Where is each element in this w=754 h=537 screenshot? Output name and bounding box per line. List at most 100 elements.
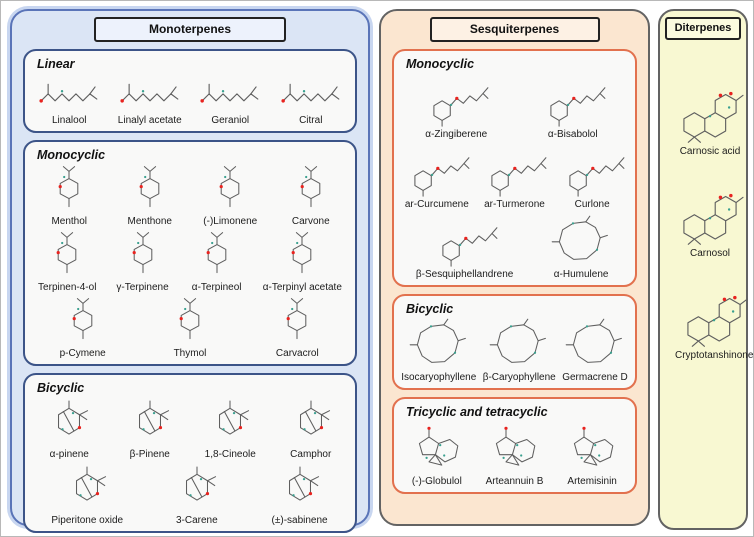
polycyclic-structure-icon (496, 426, 536, 466)
ring-with-chain-structure-icon (433, 87, 489, 127)
compound-sesquiphellandrene: β-Sesquiphellandrene (415, 212, 514, 281)
linear-chain-structure-icon (200, 83, 259, 103)
compound-menthone: Menthone (122, 163, 178, 228)
panel-title-sesquiterpenes: Sesquiterpenes (429, 17, 600, 42)
compound-artemisinin: Artemisinin (560, 420, 624, 488)
compound-name: α-pinene (49, 449, 89, 460)
section-tricyclic-and-tetracyclic: Tricyclic and tetracyclic (-)-Globulol Art… (392, 397, 637, 494)
linear-chain-structure-icon (39, 83, 98, 103)
macrocycle-structure-icon (565, 318, 622, 363)
compound-name: Isocaryophyllene (401, 372, 477, 383)
section-label: Monocyclic (37, 148, 106, 162)
bicyclic-ring-structure-icon (288, 466, 319, 501)
compound-name: (-)Limonene (203, 216, 258, 227)
compound-name: β-Sesquiphellandrene (415, 269, 514, 280)
compound-3-carene: 3-Carene (168, 462, 226, 527)
compound-1-8-cineole: 1,8-Cineole (201, 396, 259, 461)
fused-tricyclic-structure-icon (683, 91, 744, 143)
compound-name: (-)-Globulol (411, 476, 462, 487)
linear-chain-structure-icon (281, 83, 340, 103)
compound-name: Terpinen-4-ol (38, 282, 97, 293)
compound-name: Germacrene D (562, 372, 628, 383)
monocyclic-ring-structure-icon (219, 166, 240, 208)
macrocycle-structure-icon (409, 318, 466, 363)
compound-row: Menthol Menthone (-)Limonene Carvone (29, 163, 351, 228)
compound-curlone: Curlone (554, 142, 630, 211)
panel-title-monoterpenes: Monoterpenes (94, 17, 286, 42)
bicyclic-ring-structure-icon (76, 466, 107, 501)
compound-piperitone-oxide: Piperitone oxide (51, 462, 123, 527)
compound-name: γ-Terpinene (116, 282, 169, 293)
compound-terpinyl-acetate: α-Terpinyl acetate (263, 229, 342, 294)
polycyclic-structure-icon (418, 426, 459, 466)
compound-name: Cryptotanshinone (675, 350, 754, 361)
compound-name: Geraniol (211, 115, 250, 126)
bicyclic-ring-structure-icon (58, 400, 89, 435)
compound-bisabolol: α-Bisabolol (535, 72, 611, 141)
compound-name: ar-Curcumene (404, 199, 469, 210)
compound-isocaryophyllene: Isocaryophyllene (401, 317, 476, 384)
compound-name: Thymol (173, 348, 207, 359)
monocyclic-ring-structure-icon (58, 166, 79, 208)
fused-tricyclic-structure-icon (683, 193, 744, 245)
monocyclic-ring-structure-icon (291, 232, 312, 274)
bicyclic-ring-structure-icon (185, 466, 216, 501)
macrocycle-structure-icon (551, 215, 609, 260)
bicyclic-ring-structure-icon (138, 400, 169, 435)
compound-name: 3-Carene (175, 515, 218, 526)
compound-carvacrol: Carvacrol (269, 295, 325, 360)
compound-row: ar-Curcumene ar-Turmerone Curlone (398, 142, 631, 211)
compound-row: Terpinen-4-ol γ-Terpinene α-Terpineol α-Ter… (29, 229, 351, 294)
compound-name: ar-Turmerone (484, 199, 545, 210)
compound-row: Piperitone oxide 3-Carene (±)-sabinene (29, 462, 351, 527)
compound-globulol: (-)-Globulol (405, 420, 469, 488)
monocyclic-ring-structure-icon (72, 298, 92, 340)
compound-name: α-Terpineol (191, 282, 242, 293)
compound-name: Camphor (290, 449, 332, 460)
compound-carvone: Carvone (283, 163, 339, 228)
section-label: Linear (37, 57, 75, 71)
compound-citral: Citral (275, 72, 347, 127)
monocyclic-ring-structure-icon (56, 232, 77, 274)
compound-limonene: (-)Limonene (202, 163, 258, 228)
compound-name: Carvone (291, 216, 330, 227)
section-label: Bicyclic (406, 302, 454, 316)
compound-name: α-Bisabolol (547, 129, 598, 140)
compound-sabinene: (±)-sabinene (271, 462, 329, 527)
ring-with-chain-structure-icon (569, 157, 625, 197)
compound-ar-turmerone: ar-Turmerone (476, 142, 552, 211)
compound-linalool: Linalool (33, 72, 105, 127)
bicyclic-ring-structure-icon (299, 400, 330, 435)
monocyclic-ring-structure-icon (139, 166, 160, 208)
compound-name: Menthol (51, 216, 88, 227)
monocyclic-ring-structure-icon (300, 166, 321, 208)
ring-with-chain-structure-icon (414, 157, 470, 197)
compound-caryophyllene: β-Caryophyllene (483, 317, 556, 384)
compound-germacrene-d: Germacrene D (562, 317, 628, 384)
compound-menthol: Menthol (41, 163, 97, 228)
compound-name: Carnosol (689, 248, 731, 259)
monocyclic-ring-structure-icon (179, 298, 200, 340)
compound-name: Linalyl acetate (117, 115, 182, 126)
compound-name: Menthone (127, 216, 172, 227)
ring-with-chain-structure-icon (491, 157, 547, 197)
compound-row: Linalool Linalyl acetate Geraniol Citral (29, 72, 351, 127)
section-label: Tricyclic and tetracyclic (406, 405, 548, 419)
compound-carnosic-acid: Carnosic acid (675, 70, 745, 158)
compound-thymol: Thymol (162, 295, 218, 360)
compound-humulene: α-Humulene (549, 214, 613, 281)
compound-name: Linalool (52, 115, 87, 126)
compound-terpineol: α-Terpineol (189, 229, 245, 294)
